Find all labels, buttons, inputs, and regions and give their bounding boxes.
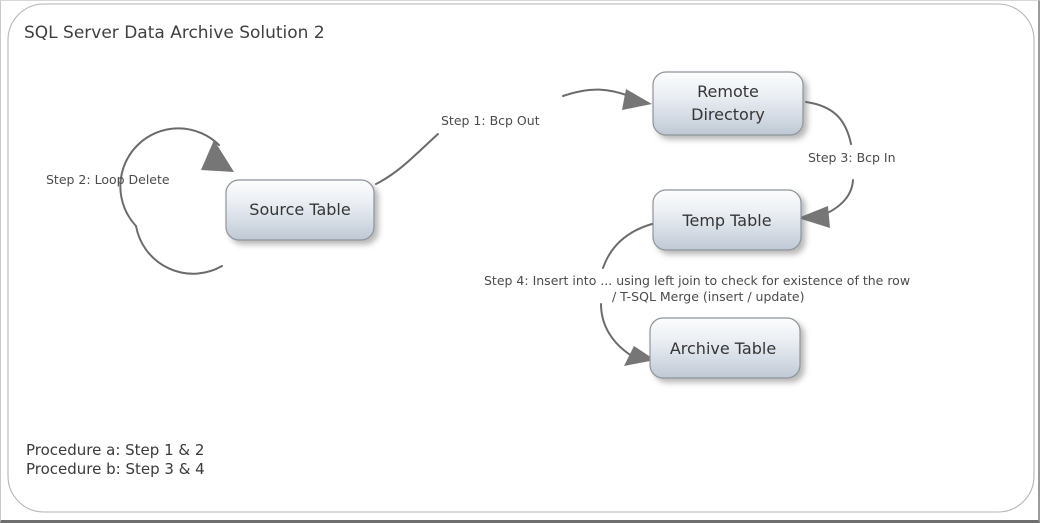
step-4-arrowhead <box>624 346 655 366</box>
archive-table-label: Archive Table <box>670 339 776 358</box>
remote-directory-box[interactable] <box>652 71 804 136</box>
temp-table-label: Temp Table <box>681 211 771 230</box>
source-table-label: Source Table <box>249 200 350 219</box>
step-3-arrowhead <box>798 206 830 228</box>
step-1-arrowhead <box>622 89 652 110</box>
step-2-arrowhead <box>201 140 234 172</box>
remote-directory-label-line1: Remote <box>697 82 759 101</box>
node-temp-table[interactable]: Temp Table <box>652 189 802 251</box>
node-remote-directory[interactable]: Remote Directory <box>652 71 804 136</box>
node-source-table[interactable]: Source Table <box>225 179 375 241</box>
step-2-label: Step 2: Loop Delete <box>46 172 170 187</box>
step-3-curve-upper <box>805 101 852 145</box>
node-archive-table[interactable]: Archive Table <box>649 317 801 379</box>
step-1-arrow-segment <box>562 88 630 97</box>
diagram-title: SQL Server Data Archive Solution 2 <box>24 23 325 43</box>
remote-directory-label-line2: Directory <box>691 105 765 124</box>
step-4-curve-upper <box>602 223 653 269</box>
card-outline <box>7 3 1035 513</box>
procedure-a-label: Procedure a: Step 1 & 2 <box>26 441 204 459</box>
archive-table-box[interactable] <box>649 317 801 379</box>
source-table-box[interactable] <box>225 179 375 241</box>
step-4-curve-lower <box>600 303 633 357</box>
temp-table-box[interactable] <box>652 189 802 251</box>
procedure-b-label: Procedure b: Step 3 & 4 <box>26 460 205 478</box>
step-4-connector <box>600 223 655 366</box>
step-3-label: Step 3: Bcp In <box>808 150 896 165</box>
step-4-label-line2: / T-SQL Merge (insert / update) <box>612 289 804 304</box>
step-2-loop-arrow <box>119 127 234 275</box>
step-2-arc-upper <box>119 127 220 227</box>
step-4-label-line1: Step 4: Insert into ... using left join … <box>484 273 910 288</box>
step-2-arc-lower <box>135 225 223 275</box>
step-1-label: Step 1: Bcp Out <box>441 113 540 128</box>
step-1-connector <box>375 88 652 185</box>
step-1-curve <box>375 133 439 185</box>
step-3-connector <box>798 101 854 228</box>
